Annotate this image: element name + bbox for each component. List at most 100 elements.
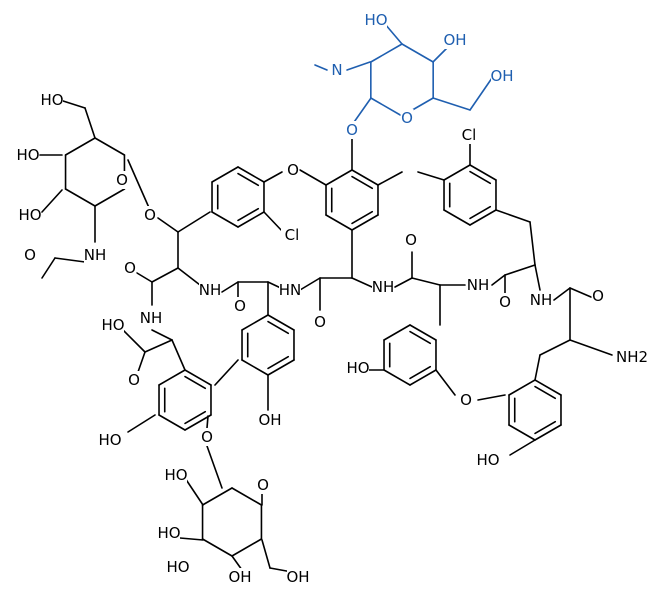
bond [41, 189, 63, 213]
aromatic-bond [325, 169, 353, 186]
label-background [23, 246, 37, 264]
atom-label: HO [164, 466, 187, 484]
aromatic-bond [534, 379, 562, 396]
aromatic-bond [534, 424, 562, 441]
atom-label: HO [364, 11, 387, 29]
bond [491, 274, 506, 286]
bond [206, 445, 223, 489]
aromatic-double-bond [469, 205, 492, 220]
ring-bond [201, 487, 233, 506]
aromatic-double-bond [267, 355, 290, 370]
bond [263, 211, 284, 233]
bond [54, 257, 86, 263]
label-background [167, 558, 189, 576]
aromatic-bond [184, 414, 212, 431]
aromatic-double-bond [184, 375, 207, 390]
atom-label: NH [140, 309, 163, 327]
bond [206, 415, 209, 429]
bond [122, 329, 146, 353]
atom-label: O [314, 313, 326, 331]
aromatic-bond [211, 211, 239, 228]
atom-label: O [592, 287, 604, 305]
bond [417, 171, 445, 181]
aromatic-bond [443, 164, 471, 181]
bond [377, 171, 403, 186]
atom-label: NH [199, 281, 222, 299]
bond [214, 359, 239, 386]
aromatic-double-bond [237, 172, 260, 187]
label-background [17, 146, 39, 164]
label-background [115, 171, 129, 189]
ring-bond [94, 188, 126, 207]
atom-label: O [234, 297, 246, 315]
label-background [313, 313, 327, 331]
aromatic-bond [443, 209, 471, 226]
atom-label: O [287, 161, 299, 179]
bond [177, 211, 211, 233]
atom-label: HO [476, 451, 499, 469]
bond [504, 264, 536, 276]
label-background [19, 206, 41, 224]
label-background [279, 281, 301, 299]
label-background [458, 126, 480, 144]
bond [231, 555, 243, 571]
label-background [372, 278, 394, 296]
bond [411, 277, 441, 286]
bond [534, 354, 541, 381]
bond [314, 64, 328, 71]
atom-label: O [116, 171, 128, 189]
aromatic-bond [508, 424, 536, 441]
bond [529, 221, 536, 266]
atom-label: OH [258, 411, 281, 429]
bonds [39, 23, 613, 573]
atom-label: OH [228, 568, 251, 586]
bond [41, 257, 56, 279]
label-background [286, 161, 300, 179]
aromatic-bond [469, 209, 497, 226]
atom-label: NH2 [616, 348, 648, 366]
atom-label: O [144, 206, 156, 224]
bond [299, 169, 327, 186]
atom-label: NH [84, 246, 107, 264]
label-background [41, 91, 63, 109]
atom-label: OH [443, 31, 466, 49]
atom-label: O [128, 371, 140, 389]
aromatic-double-bond [534, 385, 557, 400]
label-background [616, 348, 648, 366]
aromatic-bond [237, 211, 265, 228]
label-background [143, 206, 157, 224]
atom-label: HO [166, 558, 189, 576]
bond [435, 369, 456, 396]
aromatic-double-bond [409, 330, 432, 345]
label-background [99, 431, 121, 449]
aromatic-bond [267, 359, 295, 376]
ring-bond [370, 43, 403, 63]
aromatic-bond [409, 369, 437, 386]
atom-label: NH [467, 276, 490, 294]
bond [127, 414, 156, 433]
bond [469, 77, 493, 111]
bond [221, 281, 239, 293]
label-background [259, 411, 281, 429]
bond [569, 339, 613, 356]
label-background [127, 371, 141, 389]
label-background [498, 293, 512, 311]
label-background [400, 109, 414, 127]
label-background [530, 291, 552, 309]
aromatic-bond [237, 166, 265, 183]
label-background [199, 281, 221, 299]
bond [534, 264, 541, 291]
label-background [123, 259, 137, 277]
atom-label: OH [286, 568, 309, 586]
bond [171, 339, 186, 371]
atom-label: HO [346, 359, 369, 377]
atom-label: O [401, 109, 413, 127]
aromatic-bond [351, 169, 379, 186]
aromatic-double-bond [351, 210, 374, 225]
aromatic-bond [325, 214, 353, 231]
label-background [102, 316, 124, 334]
atom-label: HO [98, 431, 121, 449]
label-background [477, 451, 499, 469]
atom-label: O [201, 428, 213, 446]
bond [177, 267, 201, 286]
